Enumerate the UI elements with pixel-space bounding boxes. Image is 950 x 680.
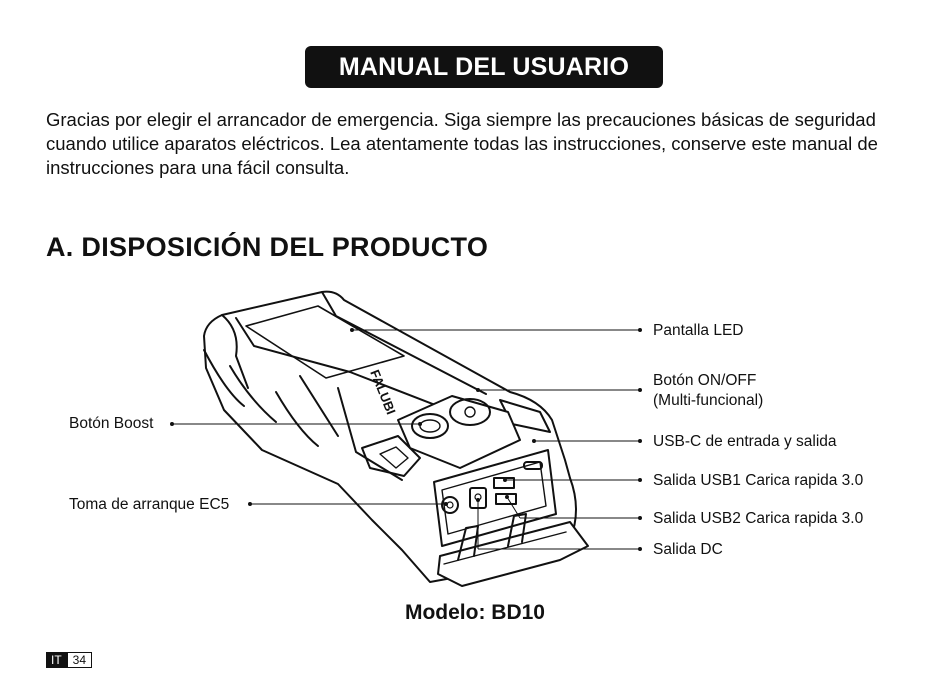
led-display-panel [245,305,405,379]
label-onoff-button: Botón ON/OFF [653,372,757,389]
ec5-socket [441,496,459,514]
usbc-port [523,461,543,470]
section-title: A. DISPOSICIÓN DEL PRODUCTO [46,232,489,262]
label-usb1-output: Salida USB1 Carica rapida 3.0 [653,472,864,489]
label-ec5-socket: Toma de arranque EC5 [69,496,230,513]
label-usb2-output: Salida USB2 Carica rapida 3.0 [653,510,864,527]
intro-paragraph: Gracias por elegir el arrancador de emer… [46,109,878,178]
page-number: 34 [66,652,93,668]
label-onoff-multifunction: (Multi-funcional) [653,392,764,409]
usb1-port [493,477,515,489]
page-title: MANUAL DEL USUARIO [338,52,630,81]
label-led-display: Pantalla LED [653,322,744,339]
label-boost-button: Botón Boost [69,415,154,432]
rubber-flap [437,521,589,587]
label-usbc-port: USB-C de entrada y salida [653,433,837,450]
usb2-port [495,493,517,505]
model-caption: Modelo: BD10 [404,601,545,624]
page-title-banner: MANUAL DEL USUARIO [305,46,663,88]
label-dc-output: Salida DC [653,541,723,558]
page-footer: IT 34 [46,652,93,668]
boost-button-shape [411,413,449,439]
language-tag: IT [46,652,67,668]
onoff-button-shape [449,398,491,426]
